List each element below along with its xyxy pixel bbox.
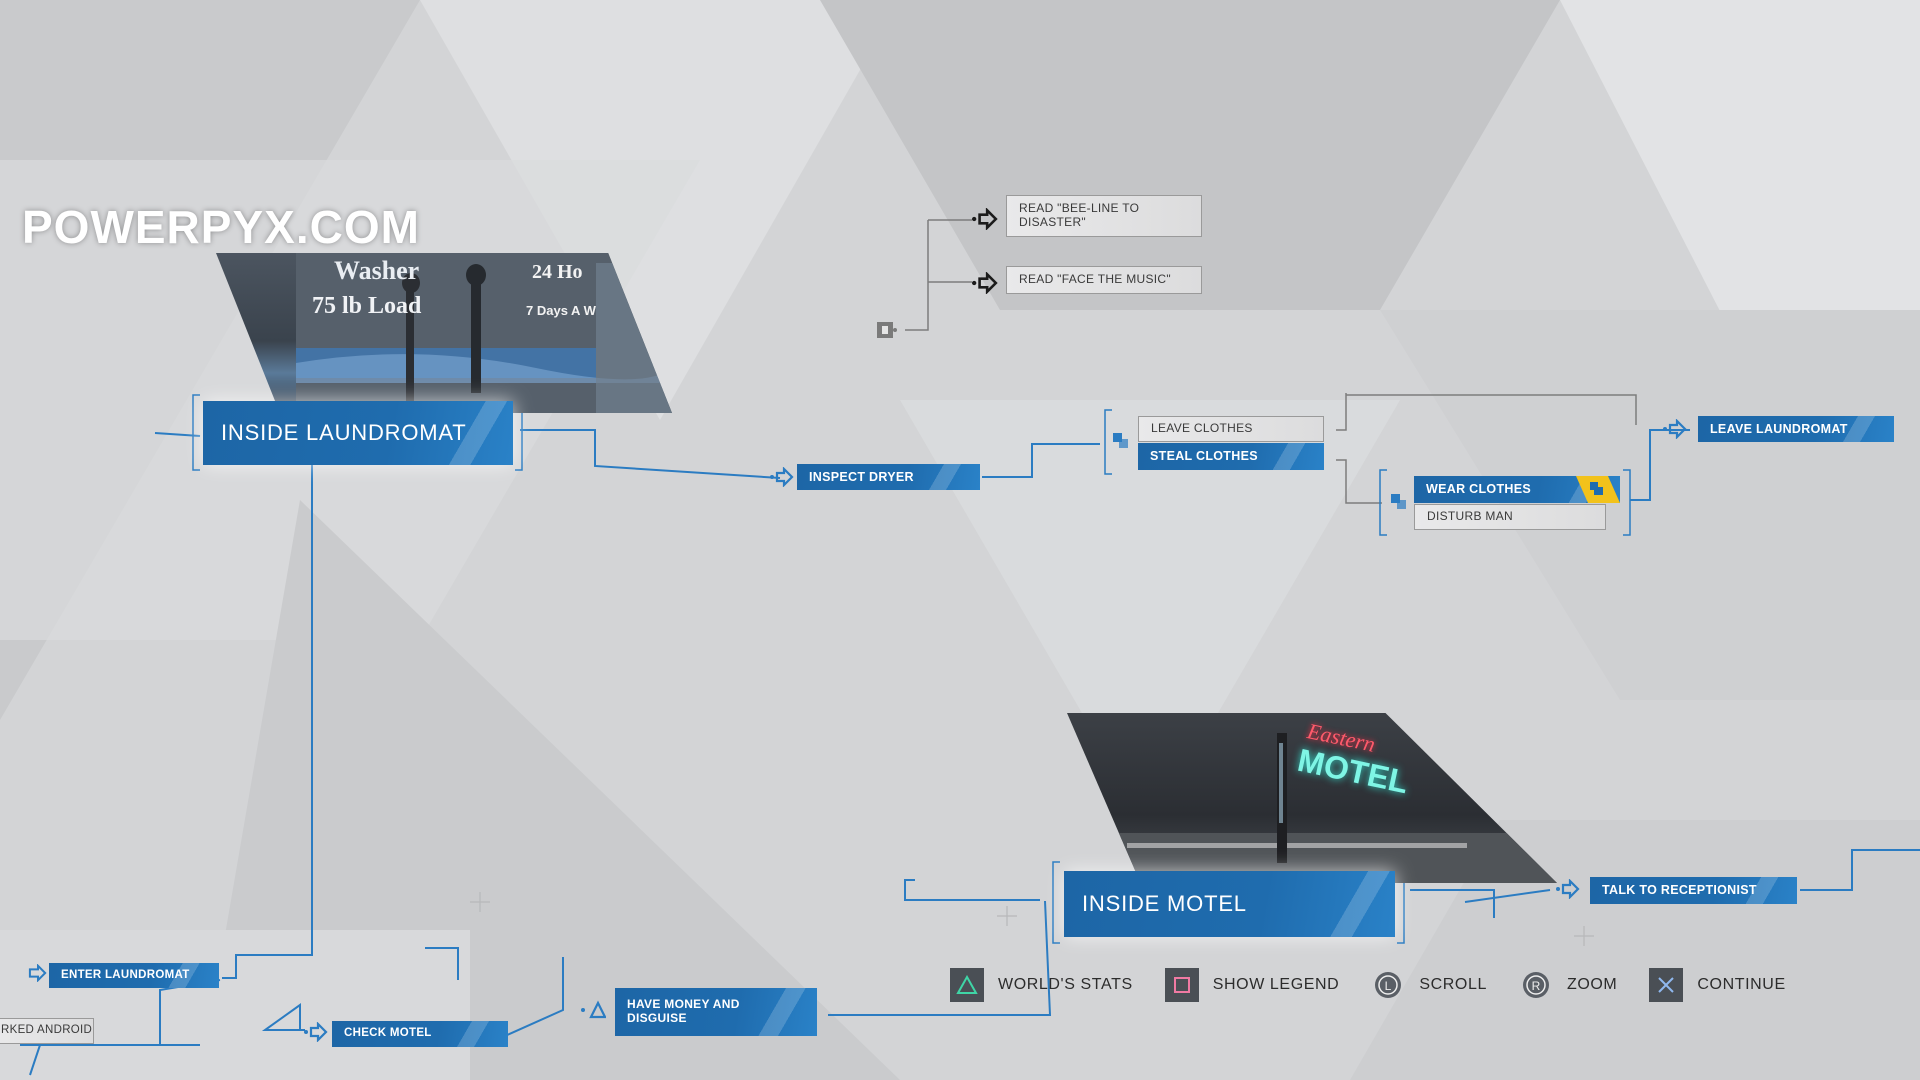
node-leave-clothes[interactable]: LEAVE CLOTHES [1138, 416, 1324, 442]
node-read-face-music[interactable]: READ "FACE THE MUSIC" [1006, 266, 1202, 294]
node-disturb-man-label: DISTURB MAN [1427, 509, 1513, 524]
legend-show-legend-label: SHOW LEGEND [1212, 976, 1340, 993]
unlock-badge-icon [1576, 476, 1620, 503]
node-inspect-dryer-label: INSPECT DRYER [809, 469, 914, 484]
r-stick-icon: R [1519, 968, 1553, 1002]
node-inside-motel[interactable]: INSIDE MOTEL [1064, 871, 1395, 937]
laundromat-scene-art [296, 253, 672, 413]
cross-button-icon [1649, 968, 1684, 1002]
node-rked-android-label: RKED ANDROID [1, 1024, 93, 1037]
arrow-right-icon [28, 964, 47, 982]
node-inspect-dryer[interactable]: INSPECT DRYER [797, 464, 980, 490]
node-leave-laundromat[interactable]: LEAVE LAUNDROMAT [1698, 416, 1894, 442]
triangle-button-icon [950, 968, 984, 1002]
node-talk-receptionist[interactable]: TALK TO RECEPTIONIST [1590, 877, 1797, 904]
arrow-right-icon [770, 467, 794, 487]
node-wear-clothes-label: WEAR CLOTHES [1426, 482, 1531, 497]
laundromat-sign-load: 75 lb Load [312, 293, 422, 319]
node-steal-clothes-label: STEAL CLOTHES [1150, 449, 1258, 464]
node-inside-laundromat[interactable]: INSIDE LAUNDROMAT [203, 401, 513, 465]
legend-zoom-label: ZOOM [1566, 976, 1618, 993]
node-enter-laundromat[interactable]: ENTER LAUNDROMAT [49, 963, 219, 988]
l-stick-icon: L [1371, 968, 1405, 1002]
controls-legend: WORLD'S STATS SHOW LEGEND L SCROLL R ZOO… [950, 968, 1818, 1002]
node-read-bee-line[interactable]: READ "BEE-LINE TO DISASTER" [1006, 195, 1202, 237]
legend-zoom[interactable]: R ZOOM [1519, 968, 1617, 1002]
square-button-icon [1164, 968, 1199, 1002]
svg-text:L: L [1385, 979, 1392, 993]
node-read-bee-line-label: READ "BEE-LINE TO DISASTER" [1019, 201, 1140, 229]
laundromat-sign-days: 7 Days A W [526, 303, 596, 318]
node-rked-android[interactable]: RKED ANDROID [0, 1018, 94, 1044]
laundromat-sign-washer: Washer [334, 256, 420, 285]
node-have-money-disguise-label: HAVE MONEY AND DISGUISE [627, 997, 740, 1025]
node-enter-laundromat-label: ENTER LAUNDROMAT [61, 968, 190, 981]
node-steal-clothes[interactable]: STEAL CLOTHES [1138, 443, 1324, 470]
triangle-marker-icon [581, 1000, 606, 1019]
legend-continue[interactable]: CONTINUE [1649, 968, 1785, 1002]
watermark: POWERPYX.COM [22, 201, 420, 253]
legend-continue-label: CONTINUE [1697, 976, 1786, 993]
node-talk-receptionist-label: TALK TO RECEPTIONIST [1602, 883, 1757, 898]
legend-scroll[interactable]: L SCROLL [1371, 968, 1487, 1002]
legend-worlds-stats[interactable]: WORLD'S STATS [950, 968, 1133, 1002]
legend-worlds-stats-label: WORLD'S STATS [998, 976, 1133, 993]
legend-scroll-label: SCROLL [1419, 976, 1487, 993]
branch-choice-icon [1113, 433, 1128, 448]
arrow-right-icon [304, 1022, 328, 1042]
node-have-money-disguise[interactable]: HAVE MONEY AND DISGUISE [615, 988, 817, 1036]
node-leave-clothes-label: LEAVE CLOTHES [1151, 421, 1253, 436]
arrow-right-icon [972, 208, 998, 230]
locked-node-icon [877, 322, 897, 338]
node-check-motel-label: CHECK MOTEL [344, 1027, 432, 1040]
laundromat-sign-hours: 24 Ho [532, 261, 583, 283]
arrow-right-icon [972, 272, 998, 294]
laundromat-scene-image: Washer 75 lb Load 24 Ho 7 Days A W [216, 253, 672, 413]
node-disturb-man[interactable]: DISTURB MAN [1414, 504, 1606, 530]
branch-choice-icon [1391, 494, 1406, 509]
arrow-right-icon [1663, 419, 1687, 439]
node-check-motel[interactable]: CHECK MOTEL [332, 1021, 508, 1047]
legend-show-legend[interactable]: SHOW LEGEND [1164, 968, 1340, 1002]
arrow-right-icon [1556, 879, 1580, 899]
node-read-face-music-label: READ "FACE THE MUSIC" [1019, 272, 1171, 287]
node-inside-motel-label: INSIDE MOTEL [1082, 891, 1247, 917]
node-leave-laundromat-label: LEAVE LAUNDROMAT [1710, 421, 1848, 436]
svg-text:R: R [1532, 979, 1541, 993]
node-inside-laundromat-label: INSIDE LAUNDROMAT [221, 420, 467, 446]
